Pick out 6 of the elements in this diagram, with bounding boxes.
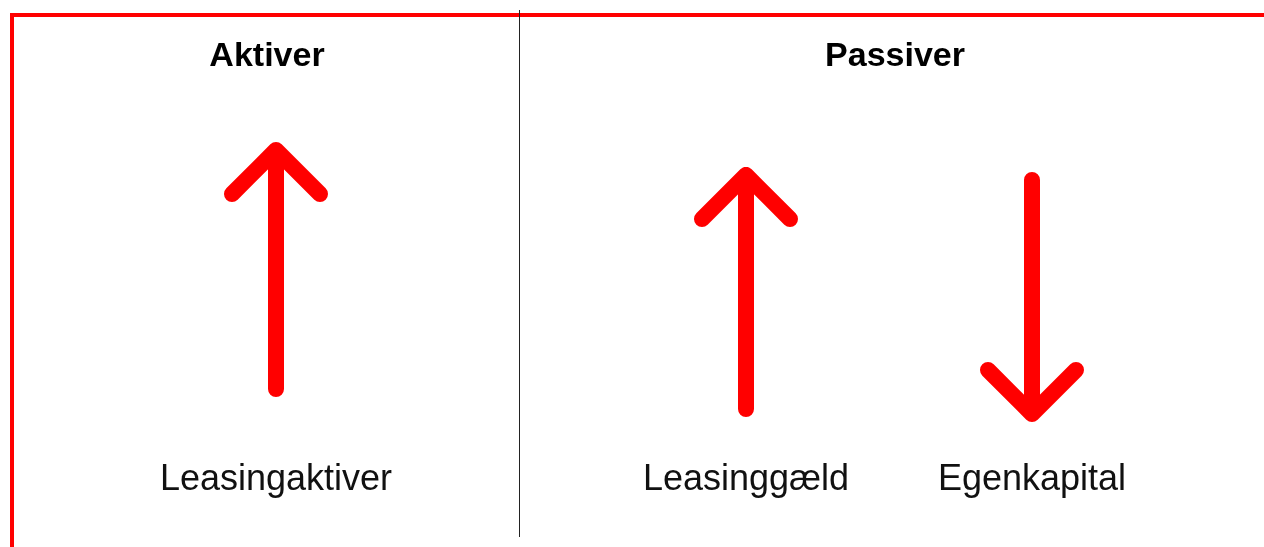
panel-heading: Aktiver xyxy=(209,35,325,74)
panel xyxy=(10,13,520,547)
item-label: Egenkapital xyxy=(937,457,1127,499)
item-label: Leasinggæld xyxy=(642,457,850,499)
panel-heading: Passiver xyxy=(825,35,965,74)
item-label: Leasingaktiver xyxy=(159,457,393,499)
